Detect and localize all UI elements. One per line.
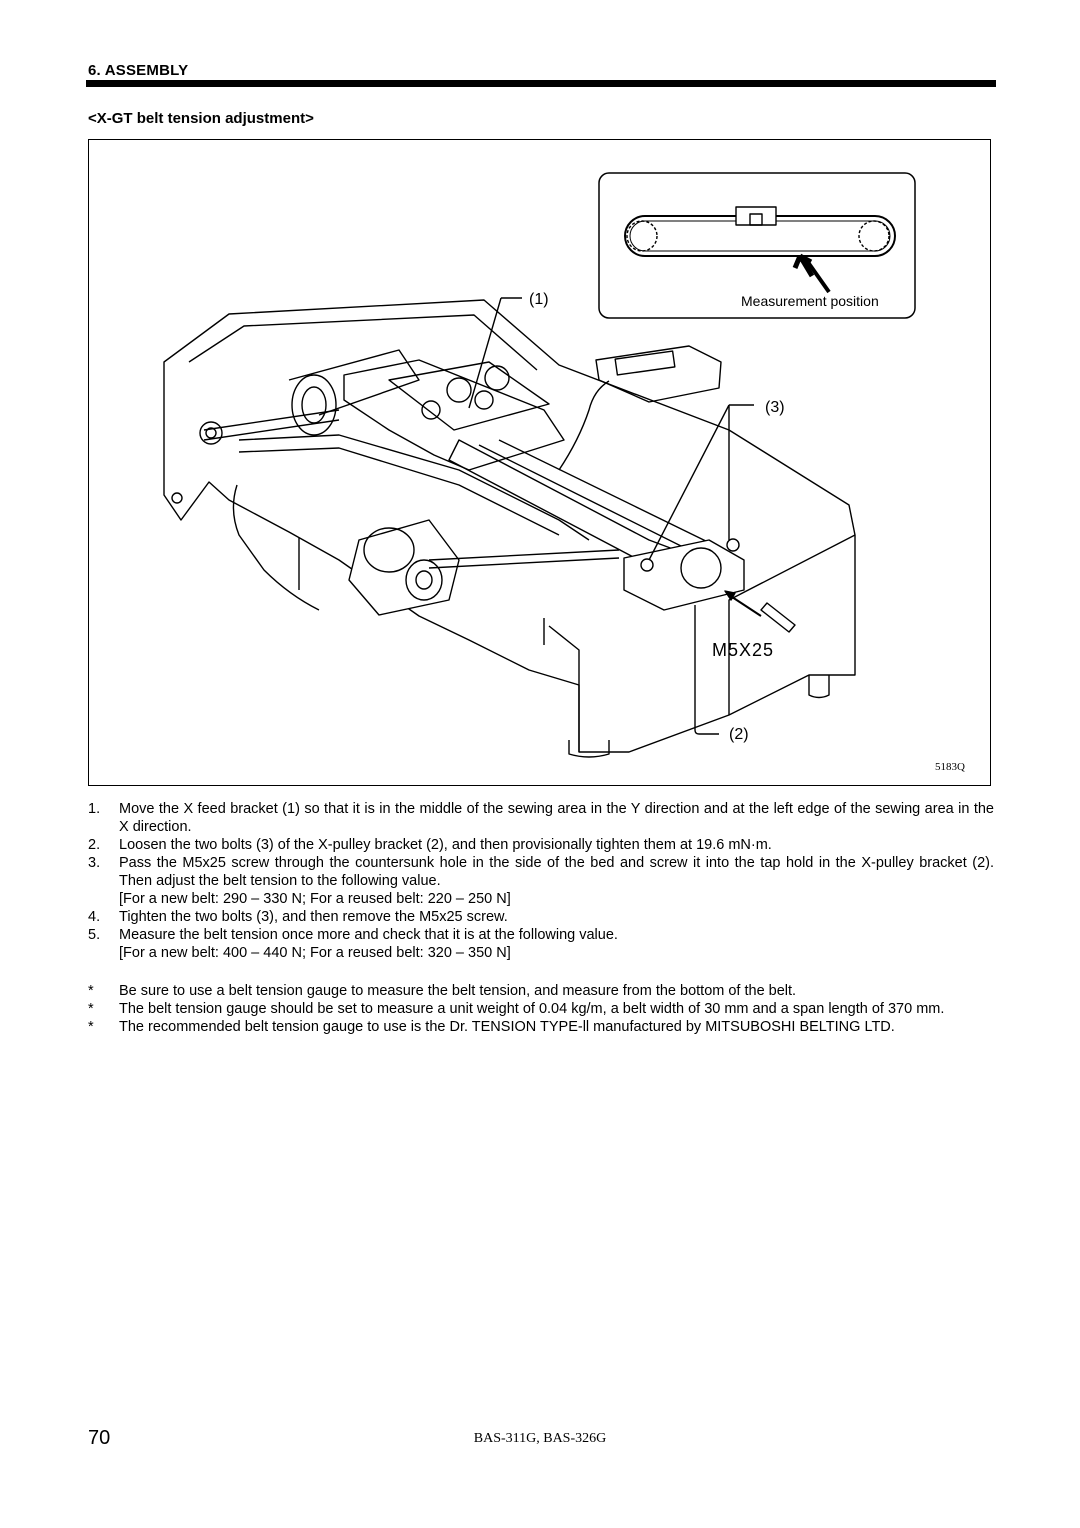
note-item: * The belt tension gauge should be set to… xyxy=(88,1000,994,1018)
callout-3: (3) xyxy=(765,399,785,416)
notes-list: * Be sure to use a belt tension gauge to … xyxy=(88,982,994,1036)
note-text: The belt tension gauge should be set to … xyxy=(119,1001,945,1017)
step-number: 1. xyxy=(88,801,101,817)
step-item: 3. Pass the M5x25 screw through the count… xyxy=(88,854,994,890)
step-text: Tighten the two bolts (3), and then remo… xyxy=(119,909,508,925)
step-text: [For a new belt: 400 – 440 N; For a reus… xyxy=(119,945,511,961)
step-text: [For a new belt: 290 – 330 N; For a reus… xyxy=(119,891,511,907)
step-item: 5. Measure the belt tension once more and… xyxy=(88,926,994,944)
step-text: Move the X feed bracket (1) so that it i… xyxy=(119,801,994,835)
step-text: Measure the belt tension once more and c… xyxy=(119,927,618,943)
model-name: BAS-311G, BAS-326G xyxy=(473,1431,607,1446)
step-item: 2. Loosen the two bolts (3) of the X-pull… xyxy=(88,836,994,854)
step-item: 4. Tighten the two bolts (3), and then re… xyxy=(88,908,994,926)
note-mark: * xyxy=(88,1001,94,1017)
subsection-title: <X-GT belt tension adjustment> xyxy=(88,110,314,127)
step-number: 2. xyxy=(88,837,101,853)
note-mark: * xyxy=(88,983,94,999)
note-text: The recommended belt tension gauge to us… xyxy=(119,1019,895,1035)
assembly-illustration: (1) (3) (2) M5X25 Measurement position 5… xyxy=(163,172,965,773)
figure-code: 5183Q xyxy=(935,761,965,773)
page-number: 70 xyxy=(88,1427,111,1449)
step-item: 1. Move the X feed bracket (1) so that it… xyxy=(88,800,994,836)
screw-label: M5X25 xyxy=(712,640,774,660)
note-item: * The recommended belt tension gauge to u… xyxy=(88,1018,994,1036)
callout-2: (2) xyxy=(729,726,749,743)
inset-label: Measurement position xyxy=(741,293,879,309)
step-number: 5. xyxy=(88,927,101,943)
step-value-range: [For a new belt: 290 – 330 N; For a reus… xyxy=(88,890,994,908)
step-number: 3. xyxy=(88,855,101,871)
section-rule xyxy=(86,80,996,87)
step-number: 4. xyxy=(88,909,101,925)
step-text: Loosen the two bolts (3) of the X-pulley… xyxy=(119,837,772,853)
note-item: * Be sure to use a belt tension gauge to … xyxy=(88,982,994,1000)
note-text: Be sure to use a belt tension gauge to m… xyxy=(119,983,797,999)
section-title: 6. ASSEMBLY xyxy=(88,62,189,79)
step-text: Pass the M5x25 screw through the counter… xyxy=(119,855,994,889)
callout-1: (1) xyxy=(529,291,549,308)
step-value-range: [For a new belt: 400 – 440 N; For a reus… xyxy=(88,944,994,962)
figure-box: (1) (3) (2) M5X25 Measurement position 5… xyxy=(88,139,991,786)
note-mark: * xyxy=(88,1019,94,1035)
procedure-steps: 1. Move the X feed bracket (1) so that it… xyxy=(88,800,994,962)
